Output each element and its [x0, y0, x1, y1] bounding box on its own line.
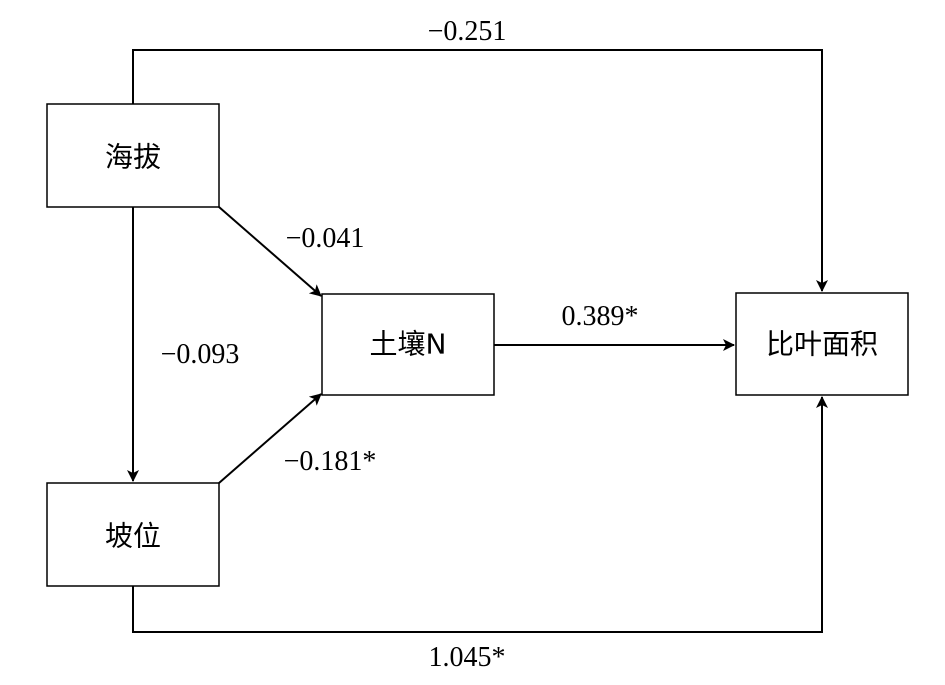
node-sla-box: [735, 292, 909, 396]
node-altitude-label: 海拔: [105, 141, 161, 174]
node-altitude-box: [46, 103, 220, 208]
coef-slope-position-to-soil-n: −0.181*: [284, 446, 377, 477]
coef-altitude-to-slope-position: −0.093: [161, 339, 240, 370]
coef-slope-position-to-sla: 1.045*: [429, 642, 506, 673]
node-soil-n-box: [321, 293, 495, 396]
node-soil-n-label: 土壤N: [370, 328, 447, 361]
node-slope-position-label: 坡位: [105, 520, 161, 553]
node-slope-position-box: [46, 482, 220, 587]
edge-slope-position-to-sla: [132, 396, 828, 633]
edge-slope-position-to-soil-n: [218, 393, 322, 484]
coef-soil-n-to-sla: 0.389*: [562, 301, 639, 332]
node-sla-label: 比叶面积: [766, 328, 878, 361]
coef-altitude-to-soil-n: −0.041: [286, 223, 365, 254]
edge-altitude-to-soil-n: [218, 206, 322, 297]
coef-altitude-to-sla: −0.251: [428, 16, 507, 47]
edge-altitude-to-sla: [132, 49, 828, 292]
